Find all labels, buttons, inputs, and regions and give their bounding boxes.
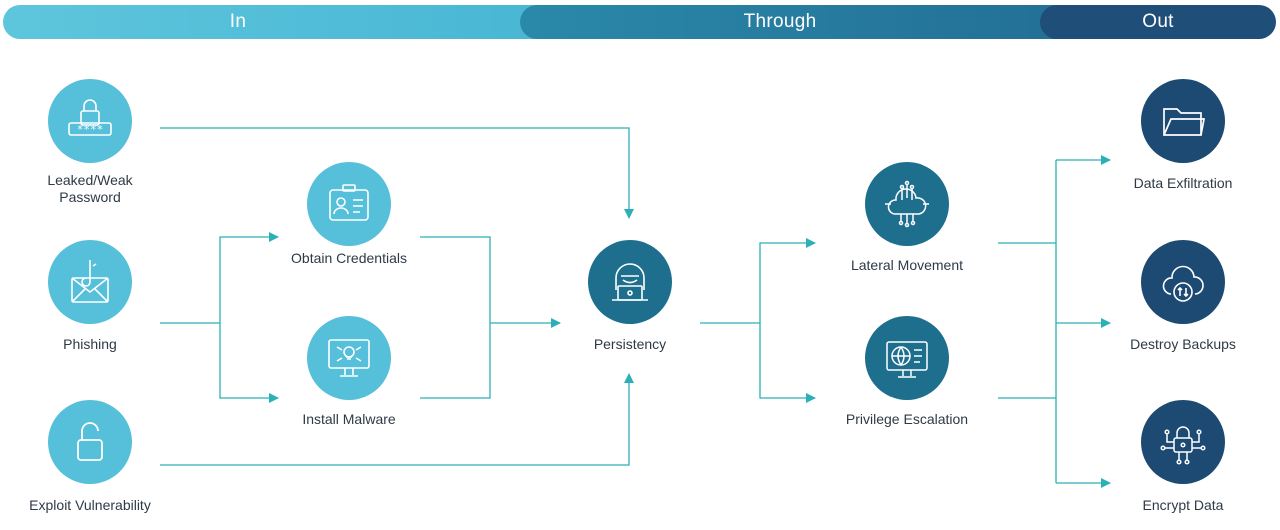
label-obtain-credentials: Obtain Credentials — [291, 250, 407, 266]
connector-split-malware — [219, 323, 279, 403]
phase-out-bar: Out — [1040, 5, 1276, 39]
hacker-laptop-icon — [612, 263, 648, 301]
folder-icon — [1163, 108, 1206, 136]
id-card-icon — [329, 184, 369, 221]
connector-split-lateral — [759, 238, 816, 323]
label-lateral-movement: Lateral Movement — [850, 257, 964, 273]
node-privilege-escalation — [865, 316, 949, 400]
label-leaked-password-line2: Password — [59, 189, 121, 205]
label-leaked-password: Leaked/Weak Password — [0, 172, 180, 206]
label-persistency: Persistency — [593, 336, 667, 352]
svg-text:****: **** — [77, 123, 104, 136]
node-lateral-movement — [865, 162, 949, 246]
phase-out-label: Out — [1142, 11, 1174, 32]
node-data-exfiltration — [1141, 79, 1225, 163]
connector-exploit-persistency — [160, 373, 634, 466]
connector-password-persistency — [160, 127, 634, 219]
node-install-malware — [307, 316, 391, 400]
malware-monitor-icon — [328, 339, 370, 377]
cloud-sync-icon — [1162, 265, 1204, 302]
node-persistency — [588, 240, 672, 324]
label-exploit-vulnerability: Exploit Vulnerability — [29, 497, 151, 513]
node-phishing — [48, 240, 132, 324]
node-encrypt-data — [1141, 400, 1225, 484]
unlocked-padlock-icon — [77, 422, 103, 461]
connector-credentials-merge — [420, 236, 491, 399]
password-lock-icon: **** — [68, 99, 112, 136]
label-phishing: Phishing — [63, 336, 117, 352]
circuit-lock-icon — [1160, 426, 1206, 465]
node-leaked-password: **** — [48, 79, 132, 163]
connector-split-privilege — [759, 323, 816, 403]
label-data-exfiltration: Data Exfiltration — [1133, 175, 1233, 191]
globe-monitor-icon — [886, 341, 928, 378]
phase-through-label: Through — [743, 11, 817, 32]
cloud-network-icon — [885, 180, 929, 228]
label-destroy-backups: Destroy Backups — [1130, 336, 1236, 352]
phase-in-label: In — [229, 11, 247, 32]
phase-in-bar: In — [3, 5, 583, 39]
label-leaked-password-line1: Leaked/Weak — [47, 172, 133, 188]
label-privilege-escalation: Privilege Escalation — [845, 411, 969, 427]
phishing-envelope-icon — [71, 260, 109, 303]
node-obtain-credentials — [307, 162, 391, 246]
phase-through-bar: Through — [520, 5, 1100, 39]
connector-split-credentials — [219, 232, 279, 323]
label-encrypt-data: Encrypt Data — [1142, 497, 1224, 513]
node-exploit-vulnerability — [48, 400, 132, 484]
node-destroy-backups — [1141, 240, 1225, 324]
label-install-malware: Install Malware — [302, 411, 396, 427]
